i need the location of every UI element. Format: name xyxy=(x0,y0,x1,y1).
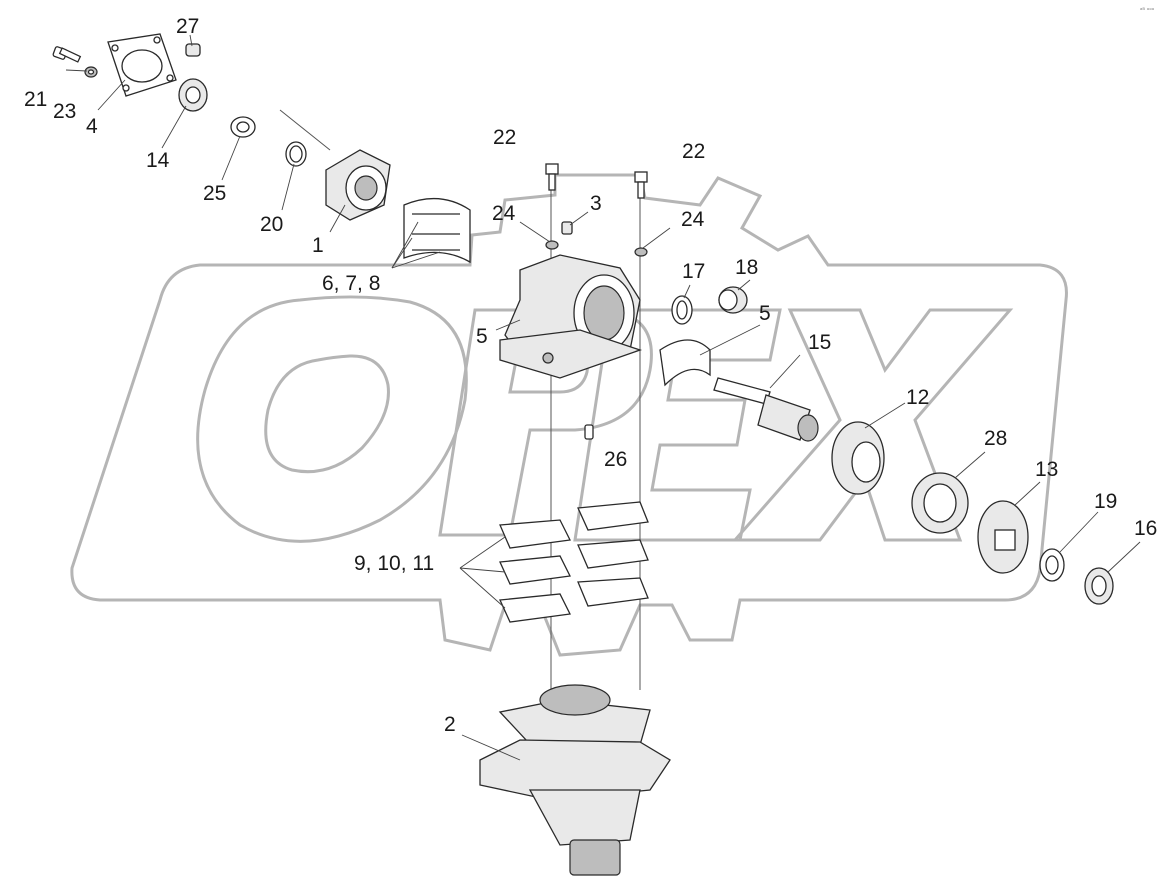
callout-28: 28 xyxy=(984,427,1007,450)
plug-27 xyxy=(185,43,201,57)
shim-ring-5 xyxy=(659,339,711,387)
watermark-gear-outline xyxy=(70,173,1068,657)
callout-9-10-11: 9, 10, 11 xyxy=(354,552,434,575)
nut-16 xyxy=(1084,567,1114,605)
flange-13 xyxy=(977,500,1029,574)
watermark-letter-x xyxy=(731,308,1014,542)
callout-24-right: 24 xyxy=(681,208,705,231)
callout-27: 27 xyxy=(176,15,199,38)
callout-6-7-8: 6, 7, 8 xyxy=(322,272,380,295)
washer-19 xyxy=(1039,548,1065,582)
corner-mark: ᵃᴮ ᵒᵒᵒ xyxy=(1140,7,1155,14)
gasket-plate-4 xyxy=(107,33,177,97)
callout-1: 1 xyxy=(312,234,324,257)
bearing-28 xyxy=(911,472,969,534)
callout-22-left: 22 xyxy=(493,126,516,149)
shims-9-10-11 xyxy=(499,501,649,623)
callout-18: 18 xyxy=(735,256,758,279)
callout-26: 26 xyxy=(604,448,627,471)
callout-25: 25 xyxy=(203,182,226,205)
washer-24-left xyxy=(545,240,559,250)
callout-23: 23 xyxy=(53,100,76,123)
axis-top-chain xyxy=(279,109,331,151)
callout-19: 19 xyxy=(1094,490,1117,513)
callout-3: 3 xyxy=(590,192,602,215)
callout-22-right: 22 xyxy=(682,140,705,163)
bolt-3 xyxy=(561,221,573,235)
cap-18 xyxy=(718,286,748,314)
callout-24-left: 24 xyxy=(492,202,516,225)
callout-16: 16 xyxy=(1134,517,1157,540)
gear-housing-5 xyxy=(499,254,643,379)
bevel-gear-12 xyxy=(831,421,885,495)
callout-14: 14 xyxy=(146,149,170,172)
callout-5-shim: 5 xyxy=(759,302,771,325)
lock-washer-25 xyxy=(230,116,256,138)
callout-5-housing: 5 xyxy=(476,325,488,348)
watermark-letter-o-hole xyxy=(264,354,390,474)
pinion-shaft-15 xyxy=(713,377,819,442)
leader-lines xyxy=(65,34,1141,761)
pin-26 xyxy=(584,424,594,440)
callout-21: 21 xyxy=(24,88,47,111)
shims-6-7-8 xyxy=(403,197,471,264)
callout-15: 15 xyxy=(808,331,831,354)
callout-labels: 27 21 23 4 14 25 20 1 22 22 3 24 24 6, 7… xyxy=(24,15,1157,736)
callout-4: 4 xyxy=(86,115,98,138)
bolt-22-right xyxy=(634,171,648,199)
parts xyxy=(52,33,1114,876)
watermark-letter-o xyxy=(196,295,468,543)
callout-17: 17 xyxy=(682,260,705,283)
callout-2: 2 xyxy=(444,713,456,736)
ring-20 xyxy=(285,141,307,167)
opex-watermark xyxy=(70,173,1068,657)
nut-14 xyxy=(178,78,208,112)
callout-20: 20 xyxy=(260,213,283,236)
gearbox-base-2 xyxy=(479,684,671,876)
callout-13: 13 xyxy=(1035,458,1058,481)
washer-24-right xyxy=(634,247,648,257)
bolt-21 xyxy=(52,46,82,63)
ring-17 xyxy=(671,295,693,325)
callout-12: 12 xyxy=(906,386,929,409)
bolt-22-left xyxy=(545,163,559,191)
flange-housing-1 xyxy=(325,149,391,221)
